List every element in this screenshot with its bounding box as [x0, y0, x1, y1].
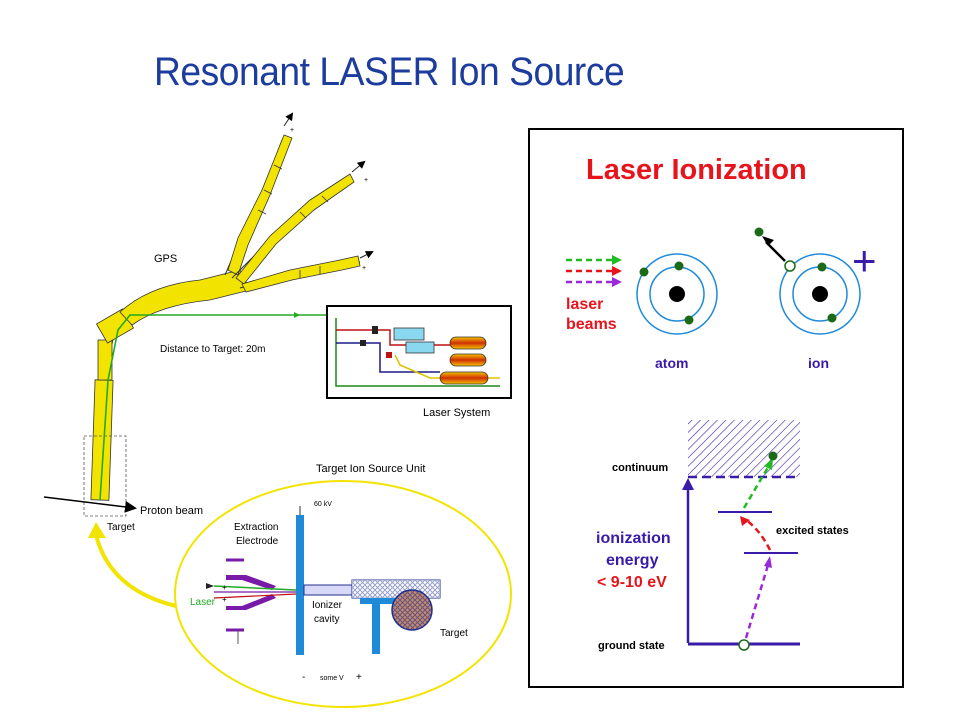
atom-diagram: [636, 253, 718, 335]
extraction-label-1: Extraction: [234, 522, 278, 533]
some-v-label: some V: [320, 675, 344, 682]
laser-beams-label-2: beams: [566, 316, 617, 333]
target-label: Target: [107, 522, 135, 533]
svg-text:+: +: [364, 177, 368, 184]
svg-text:+: +: [290, 127, 294, 134]
gps-label: GPS: [154, 253, 177, 265]
energy-label-2: energy: [606, 552, 659, 569]
energy-level-diagram: [682, 420, 800, 651]
laser-beam-arrows: [566, 255, 622, 287]
unit-target-label: Target: [440, 628, 468, 639]
proton-beam-label: Proton beam: [140, 505, 203, 517]
laser-beams-label-1: laser: [566, 296, 603, 313]
ionization-panel: [528, 128, 904, 688]
distance-label: Distance to Target: 20m: [160, 344, 265, 355]
energy-label-3: < 9-10 eV: [597, 574, 667, 591]
svg-text:+: +: [362, 265, 366, 272]
laser-system-label: Laser System: [423, 407, 490, 419]
ionizer-label-1: Ionizer: [312, 600, 343, 611]
beamline-diagram: + + +: [83, 112, 374, 517]
excited-states-label: excited states: [776, 525, 849, 537]
energy-label-1: ionization: [596, 530, 671, 547]
laser-system-box: [326, 305, 512, 399]
ion-diagram: [754, 227, 861, 335]
atom-label: atom: [655, 355, 688, 371]
unit-title: Target Ion Source Unit: [316, 463, 425, 475]
proton-beam-arrow: [43, 496, 137, 513]
svg-text:+: +: [222, 595, 227, 604]
continuum-label: continuum: [612, 462, 668, 474]
plus-sign: +: [356, 672, 362, 683]
extraction-label-2: Electrode: [236, 536, 279, 547]
voltage-top-label: 60 kV: [314, 501, 332, 508]
slide-title: Resonant LASER Ion Source: [154, 50, 625, 94]
ion-label: ion: [808, 355, 829, 371]
ionizer-label-2: cavity: [314, 614, 340, 625]
svg-text:+: +: [222, 583, 227, 592]
target-ion-source-unit: + +: [174, 480, 512, 708]
ground-state-label: ground state: [598, 640, 665, 652]
zoom-arrow: [94, 534, 177, 608]
laser-label: Laser: [190, 597, 216, 608]
ionization-title: Laser Ionization: [586, 154, 807, 186]
ion-charge: +: [852, 237, 877, 284]
minus-sign: -: [302, 672, 305, 683]
